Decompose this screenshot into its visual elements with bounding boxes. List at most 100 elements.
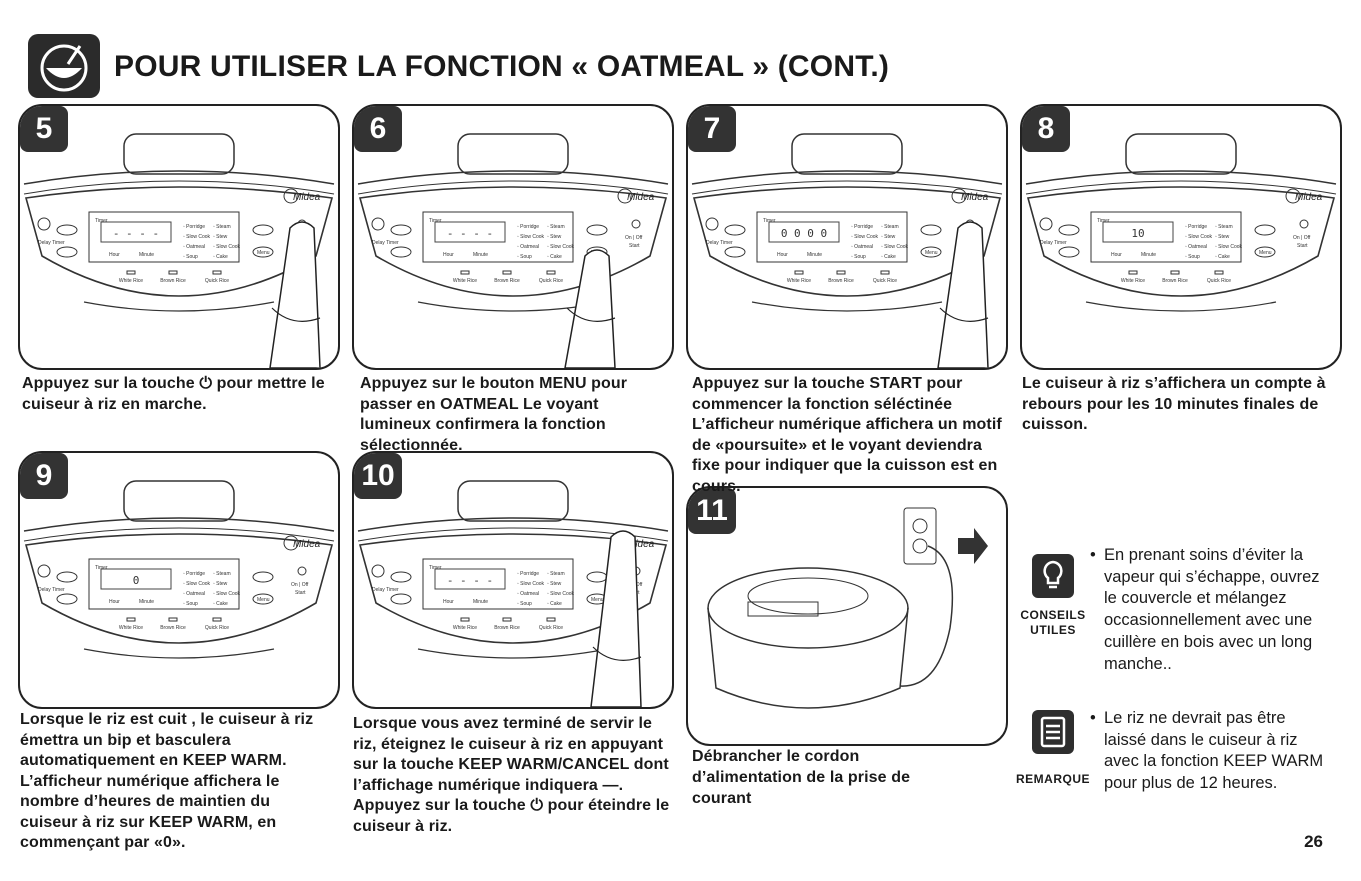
lightbulb-icon bbox=[1032, 554, 1074, 598]
svg-text:◦ Oatmeal: ◦ Oatmeal bbox=[517, 244, 539, 250]
svg-text:◦ Stew: ◦ Stew bbox=[547, 581, 562, 587]
step-number-badge: 11 bbox=[688, 488, 736, 534]
svg-text:Minute: Minute bbox=[473, 599, 488, 605]
svg-text:On | Off: On | Off bbox=[1293, 235, 1311, 241]
svg-text:◦ Slow Cook: ◦ Slow Cook bbox=[547, 244, 575, 250]
svg-text:◦ Cake: ◦ Cake bbox=[881, 254, 896, 260]
svg-text:◦ Cake: ◦ Cake bbox=[547, 254, 562, 260]
svg-text:Midea: Midea bbox=[961, 192, 989, 203]
svg-text:◦ Porridge: ◦ Porridge bbox=[517, 224, 539, 230]
svg-text:Brown Rice: Brown Rice bbox=[828, 278, 854, 284]
svg-text:Hour: Hour bbox=[1111, 252, 1122, 258]
step-7-illustration: 0 0 0 0◦ Porridge◦ Steam◦ Slow Cook◦ Ste… bbox=[686, 104, 1008, 370]
svg-text:Hour: Hour bbox=[109, 252, 120, 258]
svg-text:◦ Cake: ◦ Cake bbox=[213, 254, 228, 260]
svg-text:◦ Porridge: ◦ Porridge bbox=[851, 224, 873, 230]
svg-text:Brown Rice: Brown Rice bbox=[494, 625, 520, 631]
svg-text:◦ Soup: ◦ Soup bbox=[517, 254, 532, 260]
svg-text:Delay Timer: Delay Timer bbox=[706, 240, 733, 246]
svg-text:Menu: Menu bbox=[591, 597, 604, 603]
document-icon bbox=[1032, 710, 1074, 754]
svg-text:Timer: Timer bbox=[95, 218, 108, 224]
note-label: REMARQUE bbox=[1016, 772, 1091, 786]
note-text-body: Le riz ne devrait pas être laissé dans l… bbox=[1104, 709, 1324, 793]
svg-text:◦ Slow Cook: ◦ Slow Cook bbox=[851, 234, 879, 240]
svg-text:Menu: Menu bbox=[257, 250, 270, 256]
svg-text:◦ Steam: ◦ Steam bbox=[1215, 224, 1233, 230]
svg-text:◦ Soup: ◦ Soup bbox=[183, 254, 198, 260]
svg-text:◦ Stew: ◦ Stew bbox=[213, 581, 228, 587]
svg-text:◦ Slow Cook: ◦ Slow Cook bbox=[517, 234, 545, 240]
svg-text:◦ Porridge: ◦ Porridge bbox=[183, 571, 205, 577]
svg-text:On | Off: On | Off bbox=[291, 582, 309, 588]
svg-text:Timer: Timer bbox=[429, 565, 442, 571]
svg-text:◦ Stew: ◦ Stew bbox=[547, 234, 562, 240]
svg-text:◦ Porridge: ◦ Porridge bbox=[183, 224, 205, 230]
step-10-illustration: - - - -◦ Porridge◦ Steam◦ Slow Cook◦ Ste… bbox=[352, 451, 674, 709]
svg-text:Midea: Midea bbox=[627, 192, 655, 203]
svg-text:Start: Start bbox=[629, 243, 640, 249]
svg-text:◦ Soup: ◦ Soup bbox=[517, 601, 532, 607]
svg-text:Start: Start bbox=[295, 590, 306, 596]
step-number-badge: 5 bbox=[20, 106, 68, 152]
svg-text:◦ Steam: ◦ Steam bbox=[547, 571, 565, 577]
svg-text:Quick Rice: Quick Rice bbox=[205, 278, 229, 284]
svg-text:Midea: Midea bbox=[293, 539, 321, 550]
svg-text:Brown Rice: Brown Rice bbox=[1162, 278, 1188, 284]
svg-text:◦ Oatmeal: ◦ Oatmeal bbox=[1185, 244, 1207, 250]
svg-text:Quick Rice: Quick Rice bbox=[539, 625, 563, 631]
svg-text:Hour: Hour bbox=[109, 599, 120, 605]
tip-label: CONSEILS UTILES bbox=[1020, 608, 1086, 637]
svg-text:White Rice: White Rice bbox=[787, 278, 811, 284]
svg-text:0: 0 bbox=[133, 574, 140, 587]
svg-text:Timer: Timer bbox=[95, 565, 108, 571]
svg-text:◦ Steam: ◦ Steam bbox=[881, 224, 899, 230]
svg-text:On | Off: On | Off bbox=[625, 235, 643, 241]
step-number-badge: 10 bbox=[354, 453, 402, 499]
page-title: POUR UTILISER LA FONCTION « OATMEAL » (C… bbox=[114, 50, 890, 83]
svg-text:◦ Stew: ◦ Stew bbox=[1215, 234, 1230, 240]
svg-text:Midea: Midea bbox=[627, 539, 655, 550]
svg-text:- - - -: - - - - bbox=[447, 227, 493, 240]
step-5-caption: Appuyez sur la touche ⏻ pour mettre le c… bbox=[22, 375, 325, 413]
svg-text:◦ Slow Cook: ◦ Slow Cook bbox=[881, 244, 909, 250]
svg-text:Minute: Minute bbox=[1141, 252, 1156, 258]
svg-text:◦ Cake: ◦ Cake bbox=[1215, 254, 1230, 260]
svg-text:10: 10 bbox=[1131, 227, 1144, 240]
step-6-caption: Appuyez sur le bouton MENU pour passer e… bbox=[360, 375, 628, 454]
step-number-badge: 7 bbox=[688, 106, 736, 152]
page-number: 26 bbox=[1304, 832, 1323, 851]
svg-text:◦ Slow Cook: ◦ Slow Cook bbox=[183, 234, 211, 240]
svg-text:Timer: Timer bbox=[763, 218, 776, 224]
step-8-illustration: 10◦ Porridge◦ Steam◦ Slow Cook◦ Stew◦ Oa… bbox=[1020, 104, 1342, 370]
svg-text:Hour: Hour bbox=[443, 599, 454, 605]
svg-text:◦ Oatmeal: ◦ Oatmeal bbox=[183, 244, 205, 250]
svg-text:Brown Rice: Brown Rice bbox=[160, 278, 186, 284]
svg-text:◦ Soup: ◦ Soup bbox=[1185, 254, 1200, 260]
svg-text:Timer: Timer bbox=[1097, 218, 1110, 224]
svg-text:Minute: Minute bbox=[139, 252, 154, 258]
svg-text:◦ Porridge: ◦ Porridge bbox=[517, 571, 539, 577]
svg-text:Delay Timer: Delay Timer bbox=[38, 587, 65, 593]
step-6-illustration: - - - -◦ Porridge◦ Steam◦ Slow Cook◦ Ste… bbox=[352, 104, 674, 370]
step-7-caption: Appuyez sur la touche START pour commenc… bbox=[692, 375, 1002, 495]
svg-text:- - - -: - - - - bbox=[113, 227, 159, 240]
tip-text: •En prenant soins d’éviter la vapeur qui… bbox=[1090, 546, 1320, 673]
step-number-badge: 6 bbox=[354, 106, 402, 152]
step-9-caption: Lorsque le riz est cuit , le cuiseur à r… bbox=[20, 711, 314, 851]
svg-text:Menu: Menu bbox=[925, 250, 938, 256]
step-5-illustration: - - - -◦ Porridge◦ Steam◦ Slow Cook◦ Ste… bbox=[18, 104, 340, 370]
step-number-badge: 8 bbox=[1022, 106, 1070, 152]
svg-text:Delay Timer: Delay Timer bbox=[372, 587, 399, 593]
step-11-illustration: 11 bbox=[686, 486, 1008, 746]
svg-text:◦ Oatmeal: ◦ Oatmeal bbox=[183, 591, 205, 597]
svg-text:Quick Rice: Quick Rice bbox=[873, 278, 897, 284]
svg-text:Timer: Timer bbox=[429, 218, 442, 224]
svg-text:White Rice: White Rice bbox=[119, 625, 143, 631]
svg-text:Delay Timer: Delay Timer bbox=[1040, 240, 1067, 246]
svg-text:◦ Slow Cook: ◦ Slow Cook bbox=[1185, 234, 1213, 240]
svg-text:Quick Rice: Quick Rice bbox=[1207, 278, 1231, 284]
svg-text:◦ Steam: ◦ Steam bbox=[213, 571, 231, 577]
svg-text:◦ Cake: ◦ Cake bbox=[547, 601, 562, 607]
svg-text:◦ Soup: ◦ Soup bbox=[183, 601, 198, 607]
